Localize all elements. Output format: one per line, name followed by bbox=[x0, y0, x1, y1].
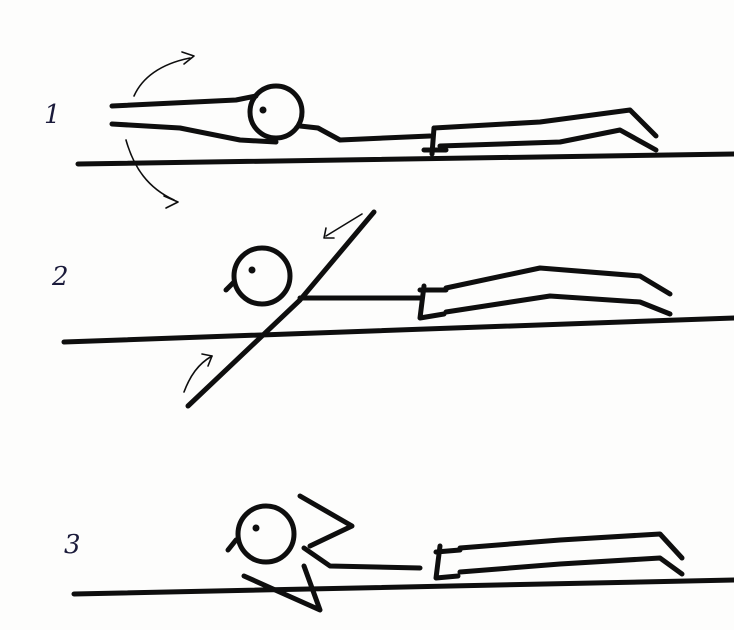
step-1-leg-lower bbox=[440, 130, 656, 150]
step-2-leg-lower bbox=[446, 296, 670, 314]
step-2-arms bbox=[188, 212, 374, 406]
step-1-arrow-down-icon bbox=[126, 140, 174, 200]
step-3-head bbox=[238, 506, 294, 562]
step-1-arrow-up-icon bbox=[134, 58, 190, 96]
step-3-hips bbox=[436, 546, 460, 578]
step-1-floor-line bbox=[78, 154, 734, 164]
step-2-hips bbox=[420, 286, 446, 318]
step-2-leg-upper bbox=[446, 268, 670, 294]
step-3-torso bbox=[304, 548, 420, 568]
step-3-leg-lower bbox=[460, 558, 682, 574]
step-1-eye bbox=[260, 107, 267, 114]
step-1-head bbox=[250, 86, 302, 138]
step-1-hips bbox=[424, 128, 446, 154]
step-3-figure bbox=[74, 496, 734, 610]
step-1-torso bbox=[300, 126, 430, 140]
step-2-figure bbox=[64, 212, 734, 406]
step-3-leg-upper bbox=[460, 534, 682, 558]
step-2-eye bbox=[249, 267, 256, 274]
step-3-eye bbox=[253, 525, 260, 532]
step-2-head bbox=[234, 248, 290, 304]
step-2-floor-line bbox=[64, 318, 734, 342]
step-3-floor-line bbox=[74, 580, 734, 594]
step-2-chin bbox=[226, 282, 234, 290]
step-1-figure bbox=[78, 52, 734, 208]
step-3-arm-upper bbox=[300, 496, 352, 546]
step-3-chin bbox=[228, 540, 236, 550]
step-1-arm-upper bbox=[112, 96, 256, 106]
step-1-arm-lower bbox=[112, 124, 276, 142]
